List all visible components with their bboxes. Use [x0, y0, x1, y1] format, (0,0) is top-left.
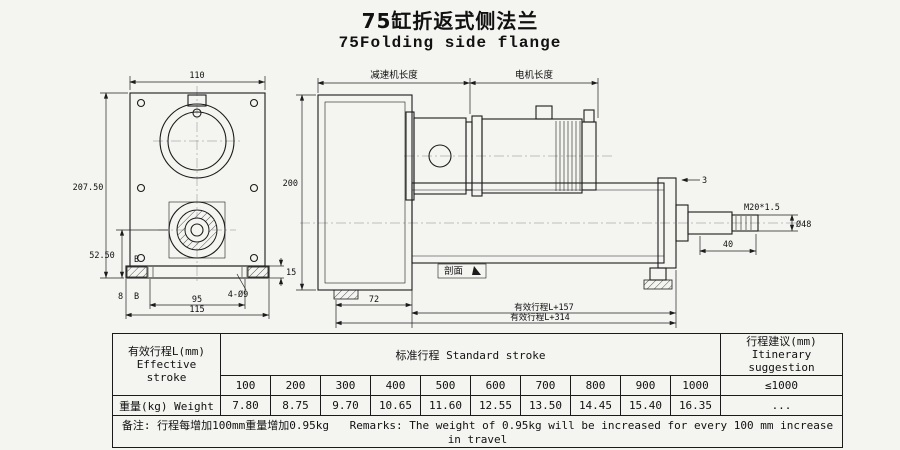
stroke-cell: 300: [320, 375, 371, 396]
drawing-svg: 110 207.50 52.50 B B 8 4-Ø9: [73, 69, 811, 328]
suggestion-header: 行程建议(mm) Itinerary suggestion: [720, 333, 843, 376]
front-view-dimensions: 110 207.50 52.50 B B 8 4-Ø9: [73, 71, 296, 319]
rod-thread: [731, 214, 759, 232]
stroke-cell: 1000: [670, 375, 721, 396]
actuator-body: [317, 94, 413, 291]
foot-right: [649, 267, 667, 281]
remarks-cell: 备注: 行程每增加100mm重量增加0.95kg Remarks: The we…: [112, 415, 843, 448]
effective-stroke-en: Effective stroke: [136, 358, 197, 384]
dim-72: 72: [369, 295, 379, 305]
weight-cell: 11.60: [420, 395, 471, 416]
suggestion-value: ≤1000: [720, 375, 843, 396]
weight-cell: 13.50: [520, 395, 571, 416]
top-notch: [187, 94, 207, 107]
stroke-cell: 500: [420, 375, 471, 396]
spec-table: 有效行程L(mm) Effective stroke 标准行程 Standard…: [112, 333, 843, 448]
page-title-en: 75Folding side flange: [338, 34, 562, 52]
remarks-en: Remarks: The weight of 0.95kg will be in…: [349, 419, 834, 446]
coupling-circle: [428, 144, 452, 168]
stroke-cell: 800: [570, 375, 621, 396]
dim-40: 40: [723, 240, 733, 250]
stroke-cell: 100: [220, 375, 271, 396]
section-label-box: [437, 263, 487, 279]
dim-200: 200: [283, 179, 298, 189]
dim-15: 15: [286, 268, 296, 278]
stroke-cell: 200: [270, 375, 321, 396]
section-label: 剖面: [444, 265, 463, 277]
weight-cell: 9.70: [320, 395, 371, 416]
dim-thread-m20: M20*1.5: [744, 203, 780, 213]
remarks-row: 备注: 行程每增加100mm重量增加0.95kg Remarks: The we…: [112, 415, 843, 448]
base-plate: [125, 265, 270, 279]
dim-height-20750: 207.50: [73, 183, 104, 193]
dim-dia-48: Ø48: [796, 219, 811, 230]
remarks-zh: 备注: 行程每增加100mm重量增加0.95kg: [121, 419, 329, 432]
weight-cell: 14.45: [570, 395, 621, 416]
effective-stroke-header: 有效行程L(mm) Effective stroke: [112, 333, 221, 396]
dim-3: 3: [702, 176, 707, 186]
standard-stroke-header: 标准行程 Standard stroke: [220, 333, 721, 376]
stroke-cell: 900: [620, 375, 671, 396]
effective-stroke-zh: 有效行程L(mm): [127, 345, 206, 358]
base-hatch-left: [126, 266, 148, 278]
cylinder-tube: [411, 182, 665, 264]
table-header-row: 有效行程L(mm) Effective stroke 标准行程 Standard…: [112, 333, 843, 396]
suggestion-header-en: Itinerary suggestion: [748, 348, 815, 374]
weight-cell: 10.65: [370, 395, 421, 416]
motor-flange-circle: [159, 103, 235, 179]
foot-hatch-left: [333, 289, 359, 300]
dim-115: 115: [189, 305, 204, 315]
stroke-values-row: 100 200 300 400 500 600 700 800 900 1000…: [113, 375, 843, 396]
weight-cell: 16.35: [670, 395, 721, 416]
section-triangle-icon: [472, 266, 481, 275]
page-title-zh: 75缸折返式侧法兰: [361, 9, 539, 33]
suggestion-header-zh: 行程建议(mm): [746, 335, 817, 348]
weight-cell: 8.75: [270, 395, 321, 416]
side-view: 剖面: [300, 94, 800, 300]
weight-label: 重量(kg) Weight: [112, 395, 221, 416]
weight-cell: 7.80: [220, 395, 271, 416]
weight-cell: 12.55: [470, 395, 521, 416]
dim-8: 8: [118, 292, 123, 302]
dim-stroke-157: 有效行程L+157: [514, 302, 574, 313]
technical-drawing: 110 207.50 52.50 B B 8 4-Ø9: [0, 66, 900, 332]
section-mark-b2: B: [134, 292, 139, 302]
dim-5250: 52.50: [89, 251, 115, 261]
foot-hatch-right: [643, 279, 673, 290]
label-gearbox-length: 减速机长度: [370, 69, 418, 81]
stroke-cell: 600: [470, 375, 521, 396]
stroke-cell: 400: [370, 375, 421, 396]
front-view: [125, 86, 270, 284]
label-motor-length: 电机长度: [515, 69, 554, 81]
weight-row: 重量(kg) Weight 7.80 8.75 9.70 10.65 11.60…: [112, 395, 843, 416]
dim-stroke-314: 有效行程L+314: [510, 312, 570, 323]
side-view-dimensions: 减速机长度 电机长度 200 3 M20*1.5 Ø48: [283, 69, 811, 328]
weight-cell: 15.40: [620, 395, 671, 416]
screw-nut-circle: [168, 201, 226, 259]
dim-width-110: 110: [189, 71, 204, 81]
dim-95: 95: [192, 295, 202, 305]
base-hatch-right: [247, 266, 269, 278]
section-mark-b1: B: [134, 255, 139, 265]
weight-suggestion: ...: [720, 395, 843, 416]
dim-holes-4d9: 4-Ø9: [228, 289, 248, 300]
motor-top-lug: [535, 105, 553, 120]
stroke-cell: 700: [520, 375, 571, 396]
